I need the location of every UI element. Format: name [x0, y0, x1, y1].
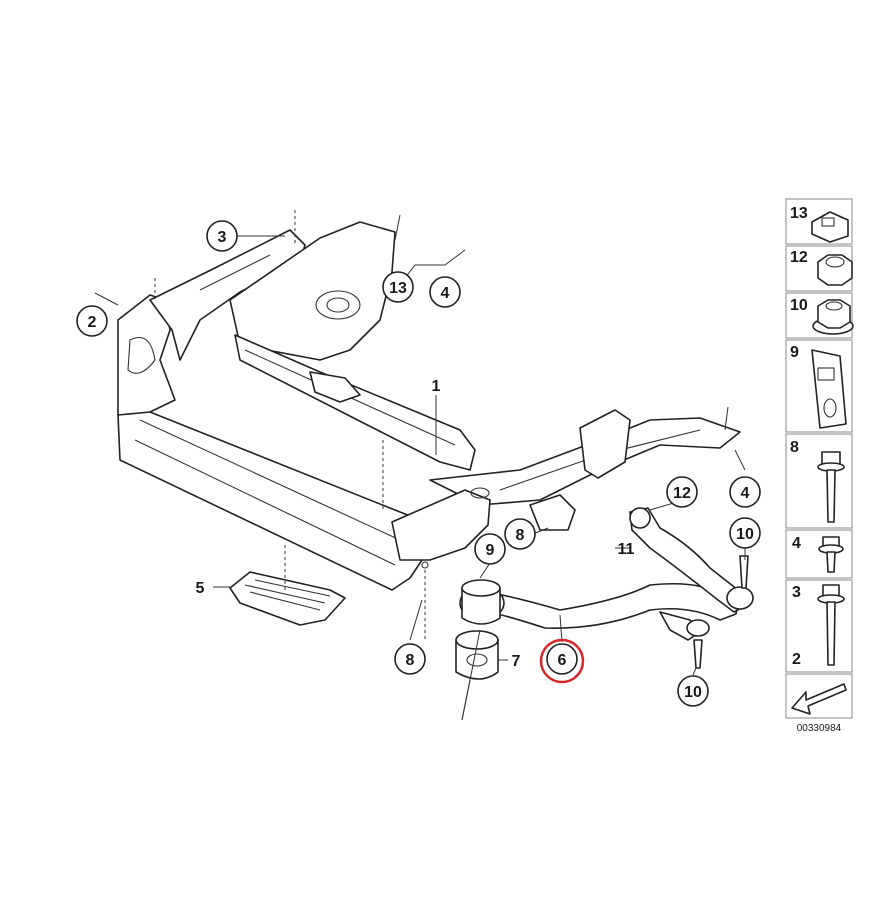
bushing [455, 630, 499, 680]
control-arm [459, 582, 739, 669]
callout-9[interactable]: 9 [474, 533, 506, 565]
callout-8-bottom[interactable]: 8 [394, 643, 426, 675]
callout-6-highlighted[interactable]: 6 [539, 638, 585, 684]
callout-12[interactable]: 12 [666, 476, 698, 508]
legend-label: 3 [792, 584, 801, 601]
bracket-plate-icon [811, 349, 847, 429]
highlight-ring [539, 638, 585, 684]
callout-10-lower[interactable]: 10 [677, 675, 709, 707]
legend-label: 10 [790, 297, 808, 314]
callout-label: 6 [558, 652, 567, 669]
callout-8-mid[interactable]: 8 [504, 518, 536, 550]
clip-nut-icon [811, 211, 849, 243]
label-5: 5 [196, 580, 205, 597]
label-1: 1 [432, 378, 441, 395]
legend-label: 8 [790, 439, 799, 456]
legend-label: 9 [790, 344, 799, 361]
legend-label: 13 [790, 205, 808, 222]
callout-label: 13 [389, 280, 407, 297]
bushing-upper [461, 579, 501, 625]
bolt-icon [817, 451, 845, 523]
callout-label: 3 [218, 229, 227, 246]
long-bolt-icon [817, 584, 845, 666]
short-bolt-icon [818, 536, 844, 573]
callout-label: 10 [684, 684, 702, 701]
flange-nut-icon [812, 299, 854, 335]
label-7: 7 [512, 653, 521, 670]
callout-10-upper[interactable]: 10 [729, 517, 761, 549]
callout-4-right[interactable]: 4 [729, 476, 761, 508]
callout-2[interactable]: 2 [76, 305, 108, 337]
legend-label: 12 [790, 249, 808, 266]
document-number: 00330984 [797, 723, 842, 734]
callout-label: 8 [516, 527, 525, 544]
callout-4-top[interactable]: 4 [429, 276, 461, 308]
callout-label: 12 [673, 485, 691, 502]
parts-legend: 13 12 10 9 8 [785, 198, 854, 719]
legend-label: 4 [792, 535, 801, 552]
callout-13[interactable]: 13 [382, 271, 414, 303]
legend-label: 2 [792, 651, 801, 668]
callout-label: 4 [741, 485, 750, 502]
callout-label: 8 [406, 652, 415, 669]
hex-nut-icon [817, 254, 853, 286]
callout-label: 4 [441, 285, 450, 302]
callout-label: 9 [486, 542, 495, 559]
callout-label: 10 [736, 526, 754, 543]
front-direction-arrow-icon [791, 683, 847, 715]
skid-plate [229, 545, 346, 626]
label-11: 11 [618, 541, 635, 558]
callout-label: 2 [88, 314, 97, 331]
tension-strut [629, 507, 754, 613]
callout-3[interactable]: 3 [206, 220, 238, 252]
